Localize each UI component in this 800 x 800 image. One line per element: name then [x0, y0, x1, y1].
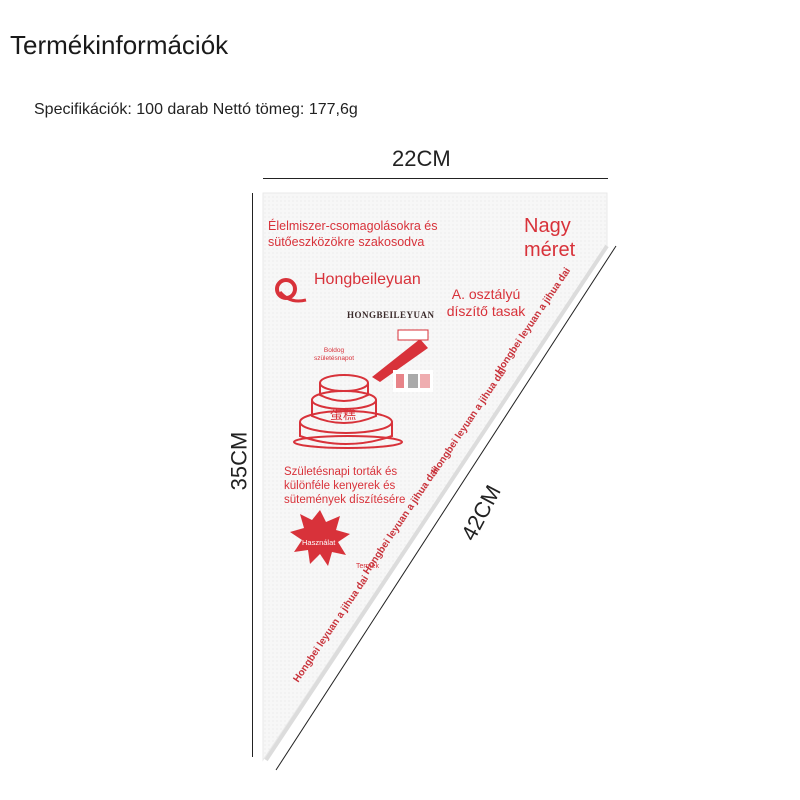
cake-illustration-icon	[293, 329, 429, 449]
use-badge-text: Használat	[302, 538, 336, 547]
photo-stamp-icon	[393, 370, 433, 392]
cake-chars: 蛋糕	[330, 408, 356, 423]
big-size-text: Nagy méret	[524, 215, 576, 261]
bag-seal-line	[264, 244, 609, 762]
page-title: Termékinformációk	[10, 30, 229, 60]
brand-subtitle: HONGBEILEYUAN	[347, 310, 435, 320]
food-packaging-text: Élelmiszer-csomagolásokra és sütőeszközö…	[268, 219, 438, 249]
width-label: 22CM	[392, 146, 451, 171]
width-dimension-line	[263, 178, 608, 179]
description-text: Születésnapi torták és különféle kenyere…	[284, 466, 406, 506]
brand-name: Hongbeileyuan	[314, 271, 421, 288]
diagonal-dimension-line	[275, 245, 617, 771]
use-burst-icon	[290, 510, 350, 566]
specification-text: Specifikációk: 100 darab Nettó tömeg: 17…	[34, 101, 358, 118]
brand-logo-icon	[275, 278, 307, 303]
height-dimension-line	[252, 193, 253, 757]
class-text: A. osztályú díszítő tasak	[446, 286, 526, 319]
happy-birthday-text: Boldog születésnapot	[313, 347, 355, 362]
product-label: Termék	[356, 563, 379, 570]
